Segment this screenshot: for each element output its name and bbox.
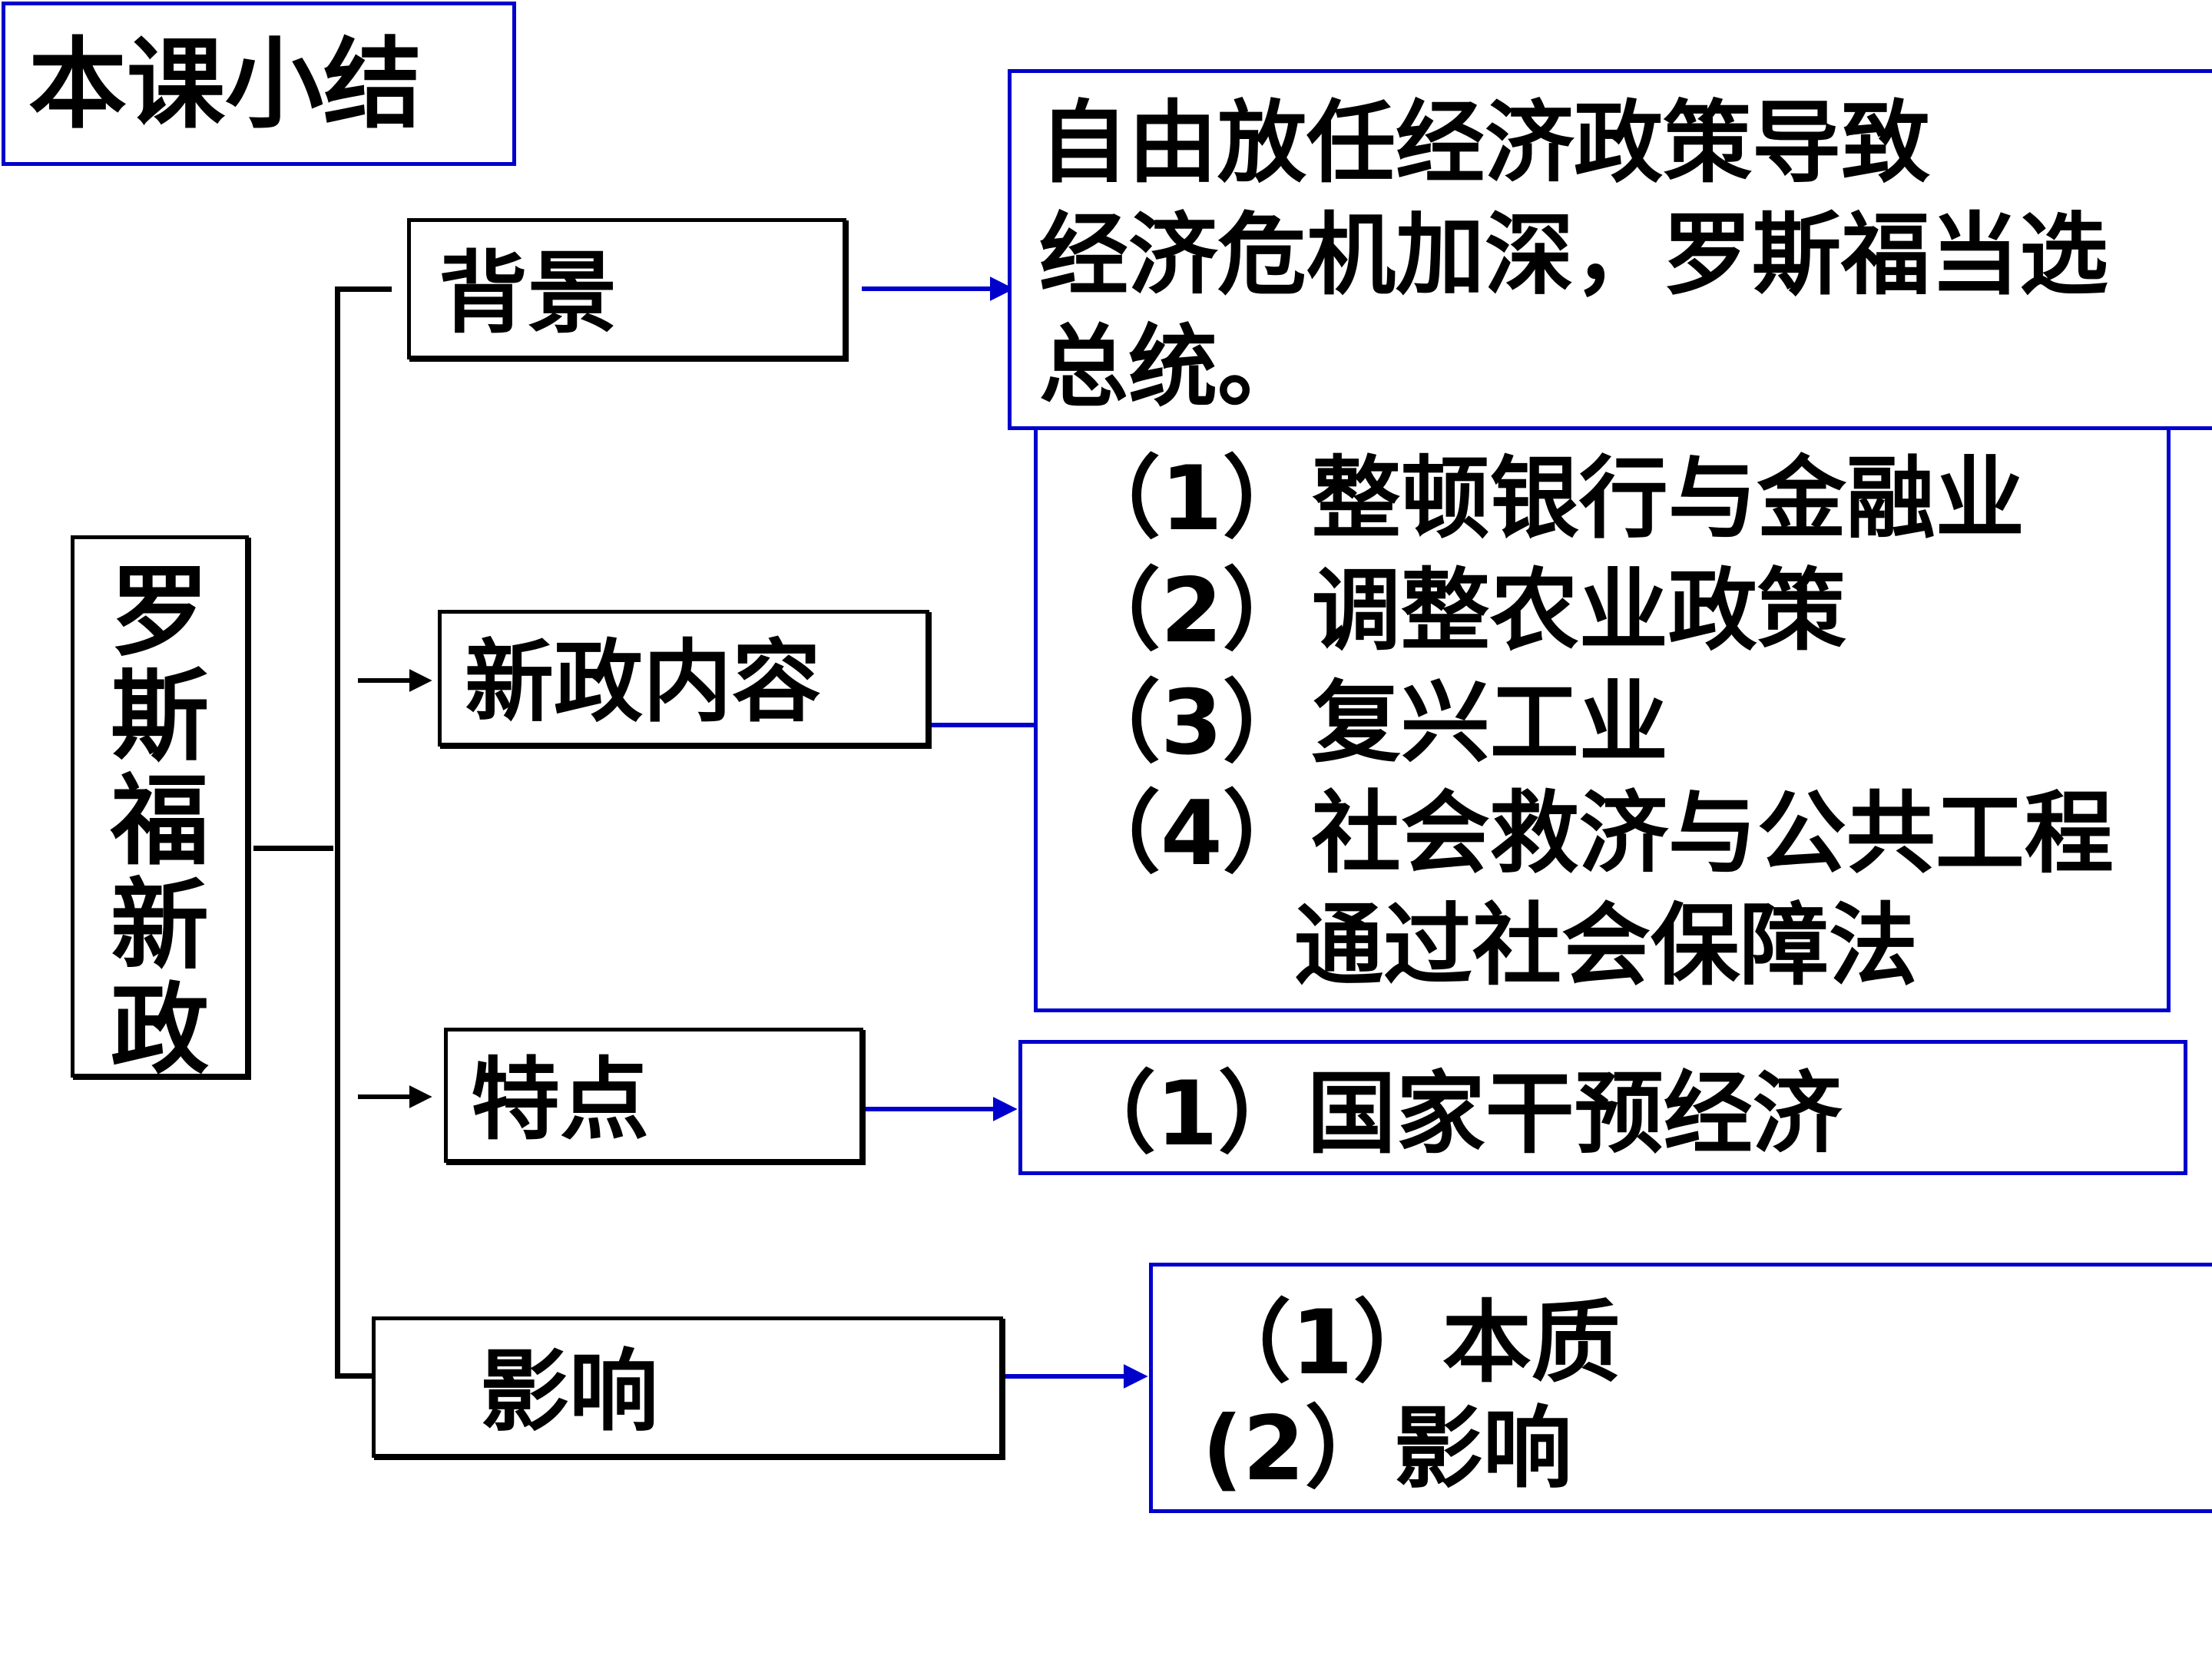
title-box: 本课小结: [2, 2, 516, 166]
measure-line-2: （2）调整农业政策: [1071, 559, 1846, 663]
content-feature: （1）国家干预经济: [1018, 1040, 2187, 1175]
measure-line-1: （1）整顿银行与金融业: [1071, 447, 2025, 551]
measure-line-3: （3）复兴工业: [1071, 671, 1668, 775]
branch-content: 新政内容: [438, 610, 929, 747]
background-line-1: 自由放任经济政策导致: [1039, 91, 1930, 195]
branch-feature-label: 特点: [471, 1048, 649, 1152]
black-arrow-content: [358, 669, 432, 692]
branch-content-label: 新政内容: [465, 631, 821, 734]
branch-feature: 特点: [444, 1028, 863, 1163]
branch-background-label: 背景: [439, 242, 617, 346]
page-title: 本课小结: [28, 28, 422, 142]
root-label: 罗斯福新政: [110, 555, 209, 1088]
root-node: 罗斯福新政: [71, 535, 249, 1083]
measure-line-5: 通过社会保障法: [1294, 894, 1918, 998]
branch-impact-label: 影响: [480, 1340, 658, 1444]
trunk-line: [335, 288, 340, 1377]
content-background: 自由放任经济政策导致 经济危机加深，罗斯福当选 总统。: [1008, 69, 2212, 430]
content-impact: （1）本质 (2）影响: [1149, 1263, 2212, 1513]
black-arrow-feature: [358, 1085, 432, 1108]
background-line-2: 经济危机加深，罗斯福当选: [1039, 204, 2108, 307]
blue-arrow-feature: [865, 1097, 1018, 1121]
branch-impact: 影响: [372, 1316, 1003, 1458]
content-measures: （1）整顿银行与金融业 （2）调整农业政策 （3）复兴工业 （4）社会救济与公共…: [1034, 430, 2171, 1012]
branch-background: 背景: [407, 218, 846, 359]
impact-line-2: (2）影响: [1202, 1397, 1572, 1501]
impact-line-1: （1）本质: [1202, 1291, 1621, 1395]
measure-line-4: （4）社会救济与公共工程: [1071, 782, 2114, 886]
blue-arrow-background: [862, 276, 1015, 301]
background-line-3: 总统。: [1039, 316, 1306, 419]
root-connector: [253, 846, 333, 851]
branch-tick-background: [335, 286, 392, 292]
branch-tick-bottom: [335, 1373, 404, 1379]
feature-line-1: （1）国家干预经济: [1067, 1062, 1842, 1166]
